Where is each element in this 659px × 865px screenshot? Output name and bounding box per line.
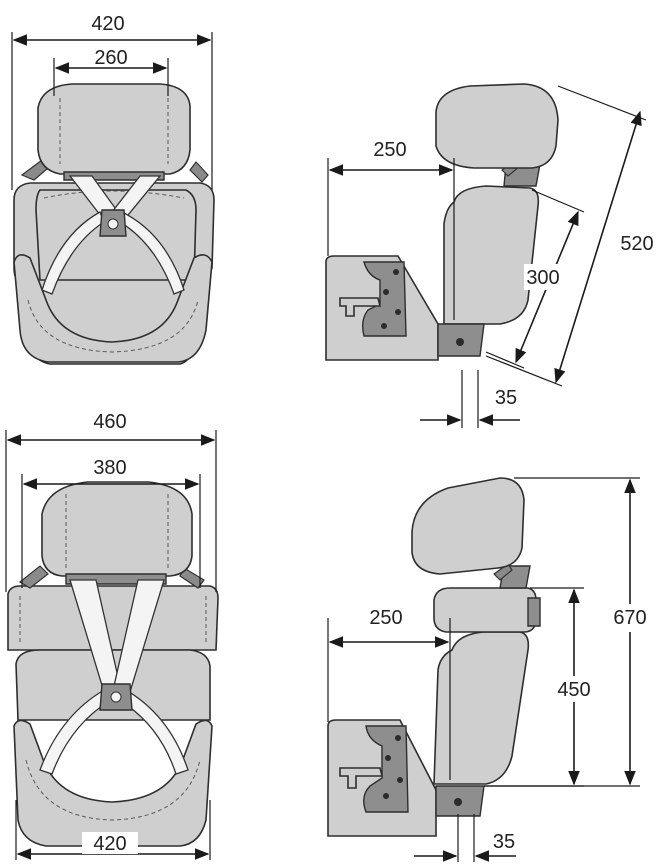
seat-front-drawing-compact [13,83,215,365]
dim-label-total-height: 520 [620,233,653,255]
dim-label-headrest-width: 380 [93,457,126,479]
headrest-compact [37,83,191,175]
dim-label-back-height: 450 [557,679,590,701]
dim-label-outer-width: 420 [91,13,124,35]
headrest-expanded [41,481,193,577]
headrest-side-compact [435,83,559,169]
dim-label-outer-width: 460 [93,411,126,433]
belt-guide-right [189,161,209,183]
headrest-side-expanded [411,477,525,575]
dim-label-back-height: 300 [526,267,559,289]
side-view-compact: 250 300 520 35 [325,83,654,428]
dim-extension-top [531,189,585,213]
seat-front-drawing-expanded [7,481,219,847]
dim-label-seat-depth: 250 [369,607,402,629]
side-view-expanded: 250 450 670 35 [327,477,656,862]
dim-label-offset: 35 [493,831,515,853]
dim-label-seat-depth: 250 [373,139,406,161]
dim-label-headrest-width: 260 [94,47,127,69]
front-view-compact: 420 260 [11,13,215,365]
dim-label-total-height: 670 [613,607,646,629]
dim-extension-top [557,85,647,121]
dim-extension-bottom [485,355,563,387]
seat-side-drawing-expanded [327,477,541,837]
front-view-expanded: 460 380 420 [5,411,219,860]
dim-extension-bottom [485,351,525,369]
dim-label-offset: 35 [495,387,517,409]
dim-line-total-height [554,110,642,384]
dim-label-base-width: 420 [93,833,126,855]
seat-side-drawing-compact [325,83,559,361]
belt-guide-left [18,565,49,589]
